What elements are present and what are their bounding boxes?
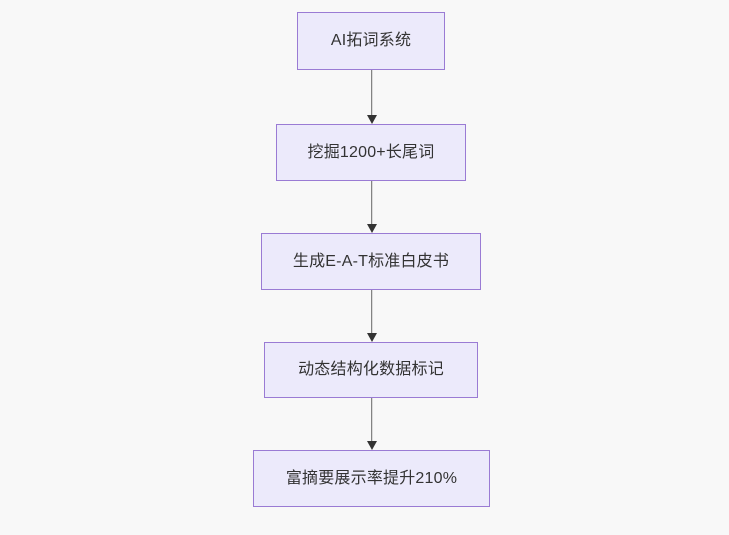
edge-node3-to-node4 <box>366 290 377 342</box>
edge-node4-to-node5 <box>366 398 377 450</box>
edge-line <box>370 398 373 441</box>
arrowhead-icon <box>366 115 377 124</box>
flowchart-node-ai-keyword-system[interactable]: AI拓词系统 <box>297 12 445 70</box>
edge-node2-to-node3 <box>366 181 377 233</box>
flowchart-node-generate-eat-whitepaper[interactable]: 生成E-A-T标准白皮书 <box>261 233 481 290</box>
flowchart-node-mine-longtail-keywords[interactable]: 挖掘1200+长尾词 <box>276 124 466 181</box>
flowchart-node-dynamic-structured-data-markup[interactable]: 动态结构化数据标记 <box>264 342 478 398</box>
node-label: 动态结构化数据标记 <box>298 361 444 379</box>
flowchart-node-rich-snippet-rate-increase[interactable]: 富摘要展示率提升210% <box>253 450 490 507</box>
arrowhead-icon <box>366 441 377 450</box>
arrowhead-icon <box>366 333 377 342</box>
edge-line <box>370 181 373 224</box>
edge-node1-to-node2 <box>366 70 377 124</box>
arrowhead-icon <box>366 224 377 233</box>
edge-line <box>370 290 373 333</box>
node-label: 挖掘1200+长尾词 <box>307 143 435 161</box>
node-label: AI拓词系统 <box>330 32 412 50</box>
node-label: 富摘要展示率提升210% <box>285 469 458 487</box>
node-label: 生成E-A-T标准白皮书 <box>292 252 450 270</box>
edge-line <box>370 70 373 115</box>
